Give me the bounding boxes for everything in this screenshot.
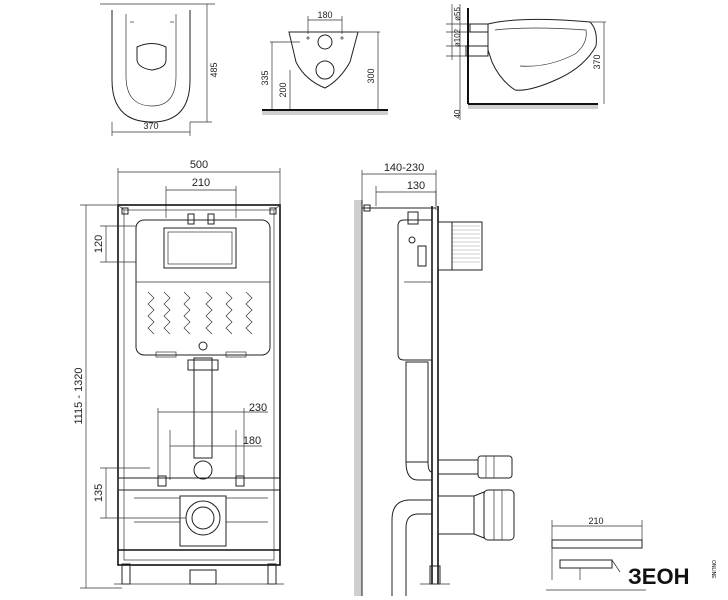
bowl-side-view: ø55 ø102 40 370 [446,4,606,120]
bowl-depth-label: 485 [209,62,219,77]
height-range-label: 1115 - 1320 [73,367,85,424]
brand-logo: ЗЕОН ONLINE [628,560,716,589]
bowl-width-label: 370 [143,121,158,131]
diam-a-label: ø55 [453,7,462,21]
bowl-top-view: 485 370 [100,3,219,136]
detail-width-label: 210 [588,516,603,526]
depth-range-label: 140-230 [384,162,424,174]
hole-spacing-label: 180 [317,10,332,20]
bowl-front-view: 180 335 200 300 [260,10,388,115]
logo-side-text: ONLINE [710,560,716,579]
drain-height-label: 135 [93,484,105,502]
side-height-label: 370 [592,54,602,69]
height-a-label: 335 [260,70,270,85]
flush-plate-hatch [452,225,480,263]
logo-brand-text: ЗЕОН [628,564,689,589]
depth-label: 130 [407,180,425,192]
frame-front-view: 500 210 120 [73,159,284,589]
offset-label: 40 [453,109,462,118]
frame-side-view: 140-230 130 [354,162,515,596]
stud-spacing-wide-label: 230 [249,402,267,414]
inner-width-label: 210 [192,177,210,189]
frame-width-label: 500 [190,159,208,171]
height-c-label: 300 [366,68,376,83]
cistern-height-label: 120 [93,235,105,253]
frame-detail: 210 [546,516,646,591]
stud-spacing-narrow-label: 180 [243,435,261,447]
diam-b-label: ø102 [453,28,462,47]
height-b-label: 200 [278,82,288,97]
